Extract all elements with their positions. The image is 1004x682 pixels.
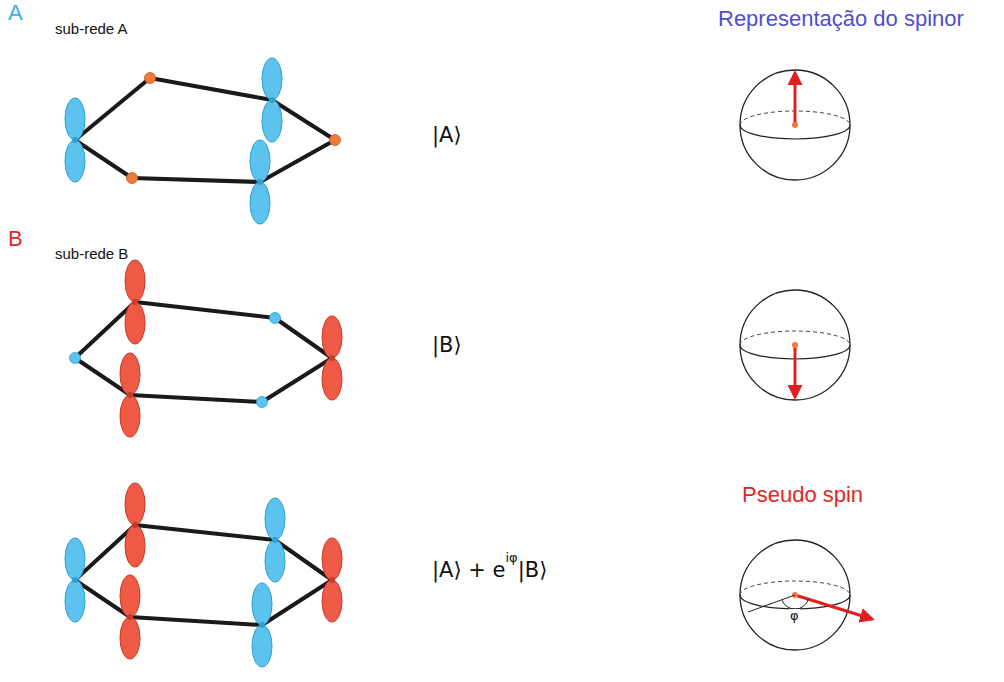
p-orbital-lobe xyxy=(322,316,342,358)
hexagon-lattice xyxy=(65,58,341,224)
p-orbital-lobe xyxy=(322,538,342,580)
atom xyxy=(132,522,138,528)
p-orbital-lobe xyxy=(250,182,270,224)
atom xyxy=(70,353,81,364)
p-orbital-lobe xyxy=(125,525,145,567)
atom xyxy=(127,173,138,184)
atom xyxy=(132,299,138,305)
bloch-sphere xyxy=(740,540,872,650)
atom xyxy=(330,135,341,146)
panel-title: sub-rede A xyxy=(55,20,128,37)
bond-ring xyxy=(75,302,332,402)
p-orbital-lobe xyxy=(322,358,342,400)
sphere-center xyxy=(792,342,798,348)
ket-label: |A⟩ + e xyxy=(432,558,506,582)
spin-arrow xyxy=(795,595,872,619)
atom xyxy=(257,397,268,408)
reference-axis xyxy=(748,595,795,612)
atom xyxy=(127,614,133,620)
atom xyxy=(329,355,335,361)
panel-letter: B xyxy=(8,226,23,251)
atom xyxy=(259,622,265,628)
atom xyxy=(270,313,281,324)
p-orbital-lobe xyxy=(65,98,85,140)
p-orbital-lobe xyxy=(262,58,282,100)
spin-arrow xyxy=(794,345,797,397)
sphere-outline xyxy=(740,70,850,180)
p-orbital-lobe xyxy=(265,498,285,540)
sphere-outline xyxy=(740,290,850,400)
bond-ring xyxy=(75,78,335,182)
p-orbital-lobe xyxy=(262,100,282,142)
atom xyxy=(127,392,133,398)
p-orbital-lobe xyxy=(322,580,342,622)
hexagon-lattice xyxy=(70,260,343,437)
bond-ring xyxy=(75,525,332,625)
p-orbital-lobe xyxy=(65,538,85,580)
panel-title: sub-rede B xyxy=(55,245,128,262)
ket-label: |B⟩ xyxy=(432,333,462,357)
ket-label: |A⟩ xyxy=(432,123,462,147)
p-orbital-lobe xyxy=(120,395,140,437)
sphere-center xyxy=(792,122,798,128)
panel-letter: A xyxy=(8,0,23,25)
hexagon-lattice xyxy=(65,483,342,667)
p-orbital-lobe xyxy=(120,353,140,395)
atom xyxy=(272,537,278,543)
bloch-sphere xyxy=(740,290,850,400)
section-heading: Pseudo spin xyxy=(742,482,863,507)
exponent: iφ xyxy=(506,551,518,566)
p-orbital-lobe xyxy=(65,580,85,622)
p-orbital-lobe xyxy=(125,260,145,302)
atom xyxy=(72,577,78,583)
atom xyxy=(269,97,275,103)
p-orbital-lobe xyxy=(125,483,145,525)
p-orbital-lobe xyxy=(125,302,145,344)
atom xyxy=(257,179,263,185)
atom xyxy=(145,73,156,84)
sphere-outline xyxy=(740,540,850,650)
atom xyxy=(329,577,335,583)
p-orbital-lobe xyxy=(252,625,272,667)
p-orbital-lobe xyxy=(252,583,272,625)
bloch-sphere xyxy=(740,70,850,180)
column-heading: Representação do spinor xyxy=(718,6,964,31)
p-orbital-lobe xyxy=(65,140,85,182)
spin-arrow xyxy=(794,73,797,125)
p-orbital-lobe xyxy=(120,575,140,617)
ket-label: |B⟩ xyxy=(518,558,548,582)
angle-label: φ xyxy=(789,609,800,624)
p-orbital-lobe xyxy=(265,540,285,582)
p-orbital-lobe xyxy=(120,617,140,659)
p-orbital-lobe xyxy=(250,140,270,182)
atom xyxy=(72,137,78,143)
angle-arc xyxy=(782,599,809,609)
